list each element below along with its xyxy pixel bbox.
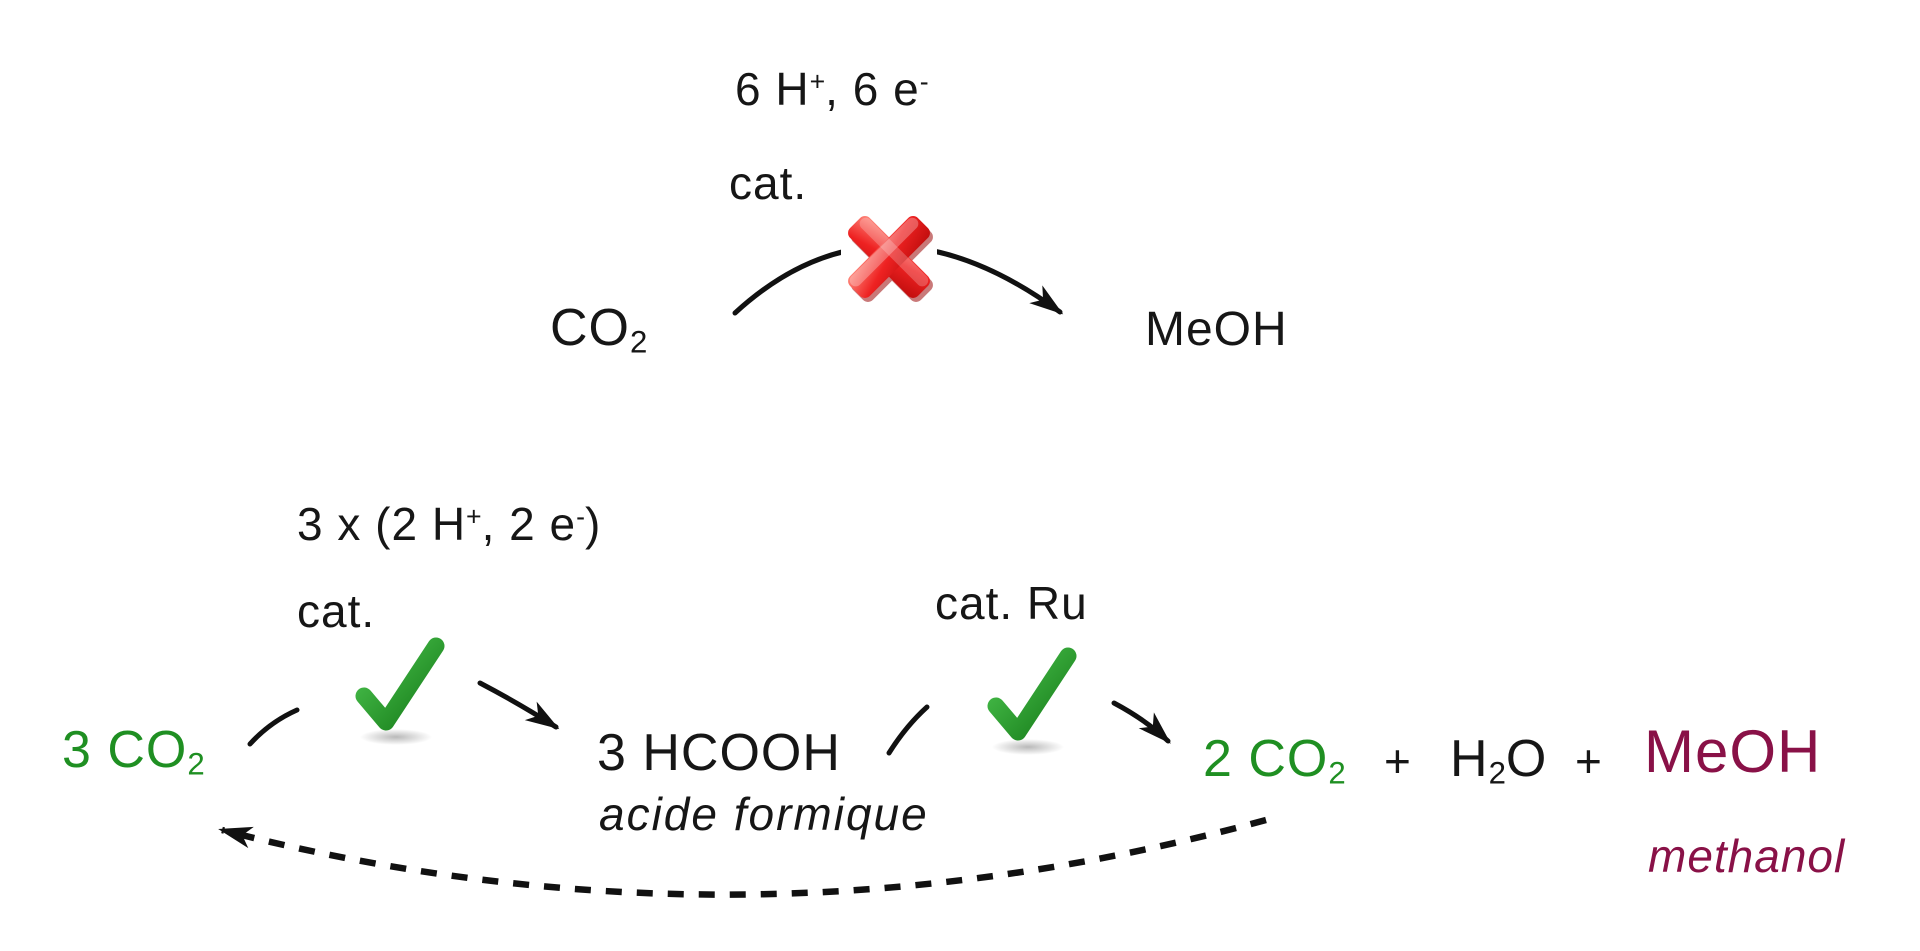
- co2-base: 2 CO: [1203, 730, 1329, 788]
- step1-reactant-3co2: 3 CO2: [62, 724, 205, 780]
- step2-product-water: H2O: [1450, 733, 1547, 789]
- top-reaction-arrow: [732, 243, 1064, 316]
- top-reactant-co2: CO2: [550, 302, 647, 358]
- co2-subscript: 2: [630, 324, 648, 360]
- step1-catalyst-label: cat.: [297, 585, 376, 637]
- step1-arrow-tail: [247, 707, 300, 747]
- step1-product-name: acide formique: [599, 788, 929, 840]
- water-subscript: 2: [1488, 755, 1506, 791]
- co2-base: CO: [550, 299, 630, 357]
- co2-base: 3 CO: [62, 721, 188, 779]
- step1-conditions-electrons: 3 x (2 H+, 2 e-): [297, 501, 601, 547]
- cond-text: , 2 e: [481, 498, 577, 550]
- plus-sign: +: [1575, 735, 1603, 787]
- proton-charge-sup: +: [809, 66, 826, 97]
- step1-product-hcooh: 3 HCOOH: [597, 724, 841, 782]
- proton-charge-sup: +: [466, 501, 482, 532]
- electron-charge-sup: -: [576, 501, 586, 532]
- step2-arrow-head: [1111, 700, 1171, 744]
- top-catalyst-label: cat.: [729, 157, 808, 209]
- step2-arrow-tail: [886, 704, 930, 756]
- cond-text: , 6 e: [825, 63, 920, 115]
- step2-product-name: methanol: [1648, 830, 1846, 882]
- step2-product-meoh: MeOH: [1644, 718, 1822, 785]
- step1-arrow-head: [477, 680, 560, 730]
- water-o: O: [1505, 730, 1548, 788]
- green-check-icon: [355, 637, 445, 745]
- green-check-icon: [987, 647, 1077, 755]
- cond-text: ): [585, 498, 602, 550]
- cond-text: 6 H: [735, 63, 810, 115]
- co2-subscript: 2: [1328, 755, 1346, 791]
- step2-catalyst-label: cat. Ru: [935, 577, 1088, 629]
- cond-text: 3 x (2 H: [297, 498, 467, 550]
- step2-product-2co2: 2 CO2: [1203, 733, 1346, 789]
- plus-sign: +: [1384, 735, 1412, 787]
- co2-subscript: 2: [187, 746, 205, 782]
- water-h: H: [1450, 730, 1489, 788]
- electron-charge-sup: -: [919, 66, 929, 97]
- top-conditions-electrons: 6 H+, 6 e-: [735, 66, 929, 112]
- red-cross-icon: [841, 205, 937, 307]
- top-product-meoh: MeOH: [1145, 303, 1288, 356]
